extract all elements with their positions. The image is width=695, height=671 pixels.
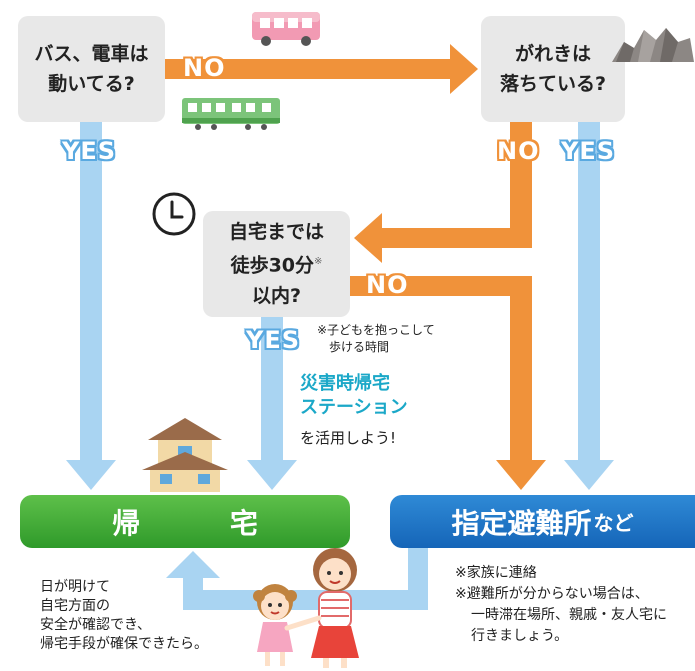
shelter-note-line1: ※家族に連絡: [455, 565, 537, 581]
question-transit: バス、電車は 動いてる?: [18, 16, 165, 122]
yes-arrow-q2-shelter: [564, 122, 614, 490]
no-label-transit: NO: [183, 54, 226, 82]
bus-icon: [252, 12, 320, 46]
no-label-debris: NO: [497, 137, 540, 165]
yes-arrow-q1-home: [66, 122, 116, 490]
question-walk-line3: 以内?: [251, 284, 301, 307]
home-note-line2: 自宅方面の: [40, 598, 110, 614]
destination-home: 帰 宅: [20, 495, 350, 548]
yes-label-walk: YES: [246, 326, 301, 354]
shelter-note-line2: ※避難所が分からない場合は、: [455, 586, 649, 602]
yes-label-transit: YES: [62, 137, 117, 165]
no-arrow-q2-q3: [354, 122, 532, 263]
walk-footnote-line1: ※子どもを抱っこして: [317, 323, 435, 337]
home-note-line3: 安全が確認でき、: [40, 617, 152, 633]
station-line2: ステーション: [300, 397, 408, 418]
home-note-line1: 日が明けて: [40, 579, 110, 595]
station-subtitle: を活用しよう!: [300, 429, 397, 447]
shelter-main-label: 指定避難所: [451, 506, 592, 540]
no-arrow-q3-shelter: [350, 276, 546, 490]
question-walk-distance: 自宅までは 徒歩30分※ 以内?: [203, 211, 350, 317]
yes-arrow-q3-home: [247, 317, 297, 490]
question-debris-line1: がれきは: [514, 43, 591, 65]
yes-label-debris: YES: [561, 137, 616, 165]
train-icon: [182, 98, 280, 130]
question-walk-mark: ※: [314, 256, 323, 268]
no-label-walk: NO: [366, 271, 409, 299]
family-illustration: [253, 548, 359, 668]
rubble-icon: [612, 28, 694, 62]
question-transit-line2: 動いてる?: [48, 73, 135, 95]
shelter-note-line4: 行きましょう。: [471, 628, 569, 644]
destination-shelter: 指定避難所 など: [390, 495, 695, 548]
home-note-line4: 帰宅手段が確保できたら。: [40, 636, 208, 652]
walk-footnote-line2: 歩ける時間: [329, 340, 390, 354]
question-walk-line1: 自宅までは: [228, 221, 324, 244]
question-walk-line2-wrap: 徒歩30分※: [229, 247, 324, 280]
house-icon: [142, 418, 228, 492]
shelter-note-line3: 一時滞在場所、親戚・友人宅に: [471, 607, 667, 623]
station-title: 災害時帰宅 ステーション: [300, 372, 408, 420]
question-transit-line1: バス、電車は: [34, 43, 149, 65]
shelter-note: ※家族に連絡 ※避難所が分からない場合は、 一時滞在場所、親戚・友人宅に 行きま…: [455, 563, 667, 647]
no-arrow-q1-q2: [165, 44, 478, 94]
shelter-suffix-label: など: [593, 511, 634, 535]
station-line1: 災害時帰宅: [300, 373, 390, 394]
mother-figure: [311, 548, 359, 668]
question-walk-line2: 徒歩30分: [230, 254, 315, 277]
clock-icon: [152, 192, 196, 236]
question-debris-line2: 落ちている?: [499, 73, 607, 95]
walk-footnote: ※子どもを抱っこして 歩ける時間: [317, 322, 435, 356]
home-note: 日が明けて 自宅方面の 安全が確認でき、 帰宅手段が確保できたら。: [40, 578, 208, 654]
return-arrow-shelter-home: [166, 548, 428, 610]
question-debris: がれきは 落ちている?: [481, 16, 625, 122]
child-figure: [253, 584, 322, 666]
